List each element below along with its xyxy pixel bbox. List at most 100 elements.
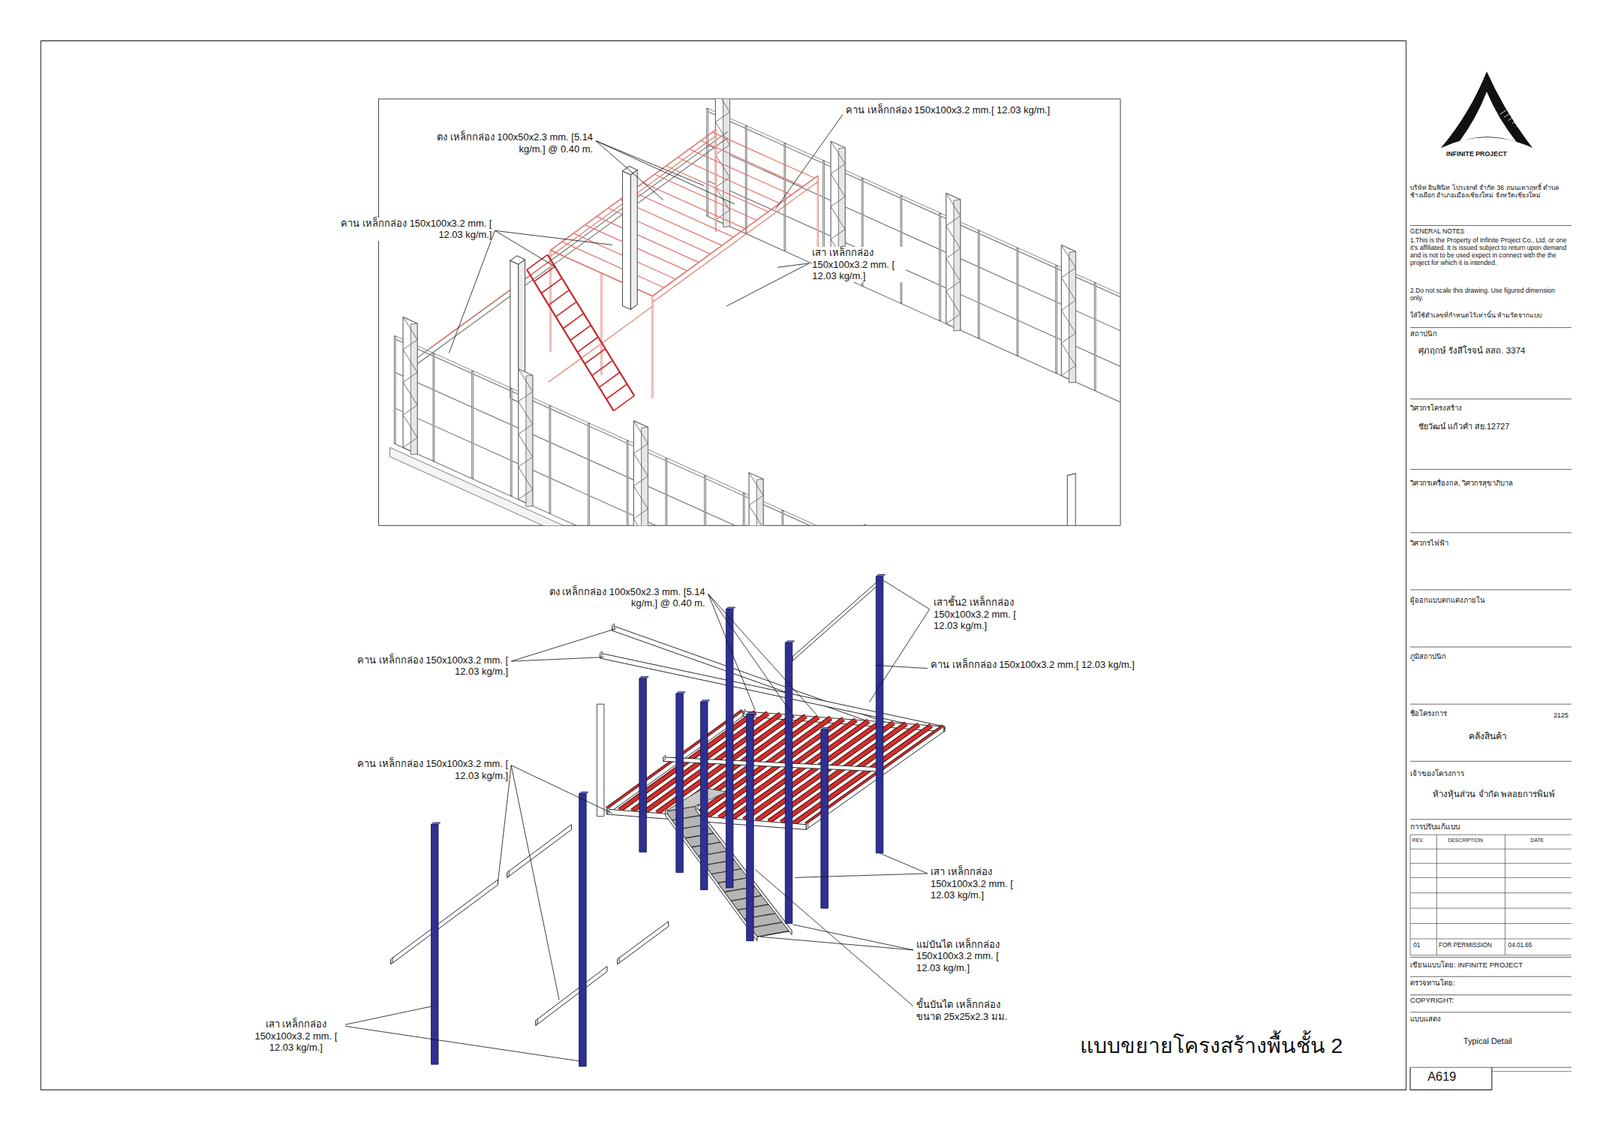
stair-tread [737,903,772,910]
fence-post [938,213,942,322]
drawing [40,40,1600,1090]
truss-column [1069,251,1077,383]
joist [654,174,757,220]
fence-post [939,213,941,320]
mezzanine-post [652,296,653,399]
joist [781,724,919,824]
table-cell: 04.01.65 [1508,941,1533,950]
fence-post [627,441,629,526]
steel-beam [507,870,510,879]
note-text: 2.Do not scale this drawing. Use figured… [1410,286,1570,303]
floor-slab [390,447,1121,526]
fence-post [1016,247,1019,356]
steel-beam [535,1018,539,1026]
fence-post [587,423,590,527]
fence-post [978,231,980,337]
field-value: ห้างหุ้นส่วน จำกัด พลอยการพิมพ์ [1432,789,1555,800]
revision-table-rule [1410,954,1572,956]
fence-post [471,370,474,479]
leader-line [511,628,617,662]
steel-column [676,694,684,873]
leader-line [498,765,512,882]
truss-column [748,472,764,527]
title-block-rule [1410,589,1572,590]
leader-line [792,924,913,951]
field-heading: COPYRIGHT: [1410,995,1454,1005]
callout-label: ขั้นบันได เหล็กกล่อง ขนาด 25x25x2.3 มม. [916,998,1023,1023]
stair-tread [541,278,563,294]
stair-tread [526,254,548,270]
logo-shape [1458,91,1516,142]
fence-post [977,230,981,339]
truss-column [410,323,418,455]
revision-table-rule [1410,848,1572,850]
steel-beam [507,824,572,879]
truss-lacing [633,421,648,527]
joist [643,182,746,229]
leader-line [340,1006,433,1026]
title-block-rule [1410,327,1572,328]
truss-lacing [715,99,730,220]
callout-label: เสา เหล็กกล่อง 150x100x3.2 mm. [ 12.03 k… [930,866,1029,902]
pillar [1067,473,1076,526]
pillar [510,255,526,265]
truss-column [526,375,533,507]
leader-line [869,609,930,703]
joist [666,165,769,212]
project-number: 2125 [1553,711,1569,720]
leader-line [511,765,613,814]
leader-line [494,230,612,245]
truss-lacing [946,192,961,324]
revision-table-rule [1410,863,1572,864]
table-cell: 01 [1413,941,1420,950]
leader-line [775,114,843,209]
truss-column [518,368,533,506]
logo-hatch [1503,113,1510,118]
notes-heading: GENERAL NOTES [1410,227,1465,235]
joist [631,191,734,238]
stair-tread [534,266,556,282]
beam [415,131,728,359]
field-heading: ตรวจทานโดย: [1410,978,1456,987]
field-heading: ภูมิสถาปนิก [1410,652,1447,661]
fence-rail [707,108,1121,522]
callout-label: คาน เหล็กกล่อง 150x100x3.2 mm. [ 12.03 k… [332,757,509,782]
mezzanine-post [549,249,551,352]
field-value: Typical Detail [1463,1036,1513,1047]
fence-rail [394,338,1121,526]
truss-lacing [1061,245,1076,376]
warehouse-isometric [390,99,1121,526]
sheet-number-box [1410,1067,1492,1090]
steel-beam [695,803,698,810]
fence-rail [394,335,1121,526]
title-block-rule [1410,398,1572,400]
table-header: REV. [1412,837,1424,844]
revision-table-rule [1504,834,1506,955]
fence-post [745,126,747,233]
steel-beam [663,757,879,772]
pillar [510,260,519,402]
fence-post [433,353,436,462]
truss-lacing [748,472,764,527]
title-block-rule [1410,956,1572,958]
field-heading: เขียนแบบโดย: INFINITE PROJECT [1410,960,1523,969]
callout-label: คาน เหล็กกล่อง 150x100x3.2 mm.[ 12.03 kg… [930,658,1135,671]
steel-column [579,791,589,794]
callout-label: แม่บันได เหล็กกล่อง 150x100x3.2 mm. [ 12… [916,938,1023,975]
logo-hatch [1528,131,1535,136]
mezzanine-beam [652,181,818,302]
mezzanine-beam [548,306,653,382]
leader-line [340,1025,581,1062]
leader-line [448,230,495,353]
mezzanine-beam [430,260,551,349]
revision-table-rule [1410,834,1572,836]
title-block [1410,225,1572,1090]
title-block-rule [1410,532,1572,533]
title-block-rule [1410,469,1572,470]
leader-line [595,141,735,205]
sheet-border [40,40,1406,1090]
fence-rail [394,408,1121,526]
leader-line [708,593,756,710]
field-heading: สถาปนิก [1410,329,1438,338]
stair-tread [592,360,614,376]
